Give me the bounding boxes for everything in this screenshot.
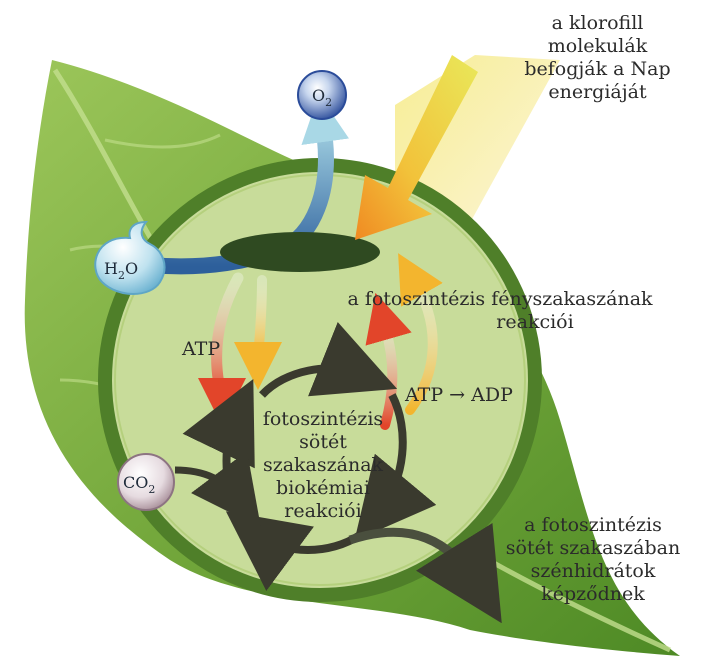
light-reactions-line: reakciói <box>310 311 690 334</box>
sun-label-line: a klorofill <box>505 12 690 35</box>
dark-cycle-line: szakaszának <box>238 454 408 477</box>
sun-label-line: befogják a Nap <box>505 58 690 81</box>
light-reactions-label: a fotoszintézis fényszakaszának reakciói <box>310 288 690 334</box>
chloroplast-circle <box>105 165 535 595</box>
oxygen-arrowhead <box>322 118 325 140</box>
atp-orange-arrow <box>258 280 262 358</box>
dark-cycle-line: reakciói <box>238 500 408 523</box>
sun-energy-label: a klorofill molekulák befogják a Nap ene… <box>505 12 690 104</box>
dark-cycle-line: fotoszintézis <box>238 408 408 431</box>
dark-cycle-line: biokémiai <box>238 477 408 500</box>
co2-bubble: CO2 <box>118 454 174 510</box>
sun-label-line: energiáját <box>505 81 690 104</box>
dark-cycle-label: fotoszintézis sötét szakaszának biokémia… <box>238 408 408 523</box>
carbohydrates-label: a fotoszintézis sötét szakaszában szénhi… <box>488 514 698 606</box>
carbohydrates-line: szénhidrátok <box>488 560 698 583</box>
light-reactions-line: a fotoszintézis fényszakaszának <box>310 288 690 311</box>
atp-adp-label: ATP → ADP <box>405 384 513 407</box>
carbohydrates-line: sötét szakaszában <box>488 537 698 560</box>
atp-label: ATP <box>182 338 220 361</box>
carbohydrates-line: képződnek <box>488 583 698 606</box>
oxygen-bubble: O2 <box>298 71 346 119</box>
dark-cycle-line: sötét <box>238 431 408 454</box>
sun-label-line: molekulák <box>505 35 690 58</box>
carbohydrates-line: a fotoszintézis <box>488 514 698 537</box>
